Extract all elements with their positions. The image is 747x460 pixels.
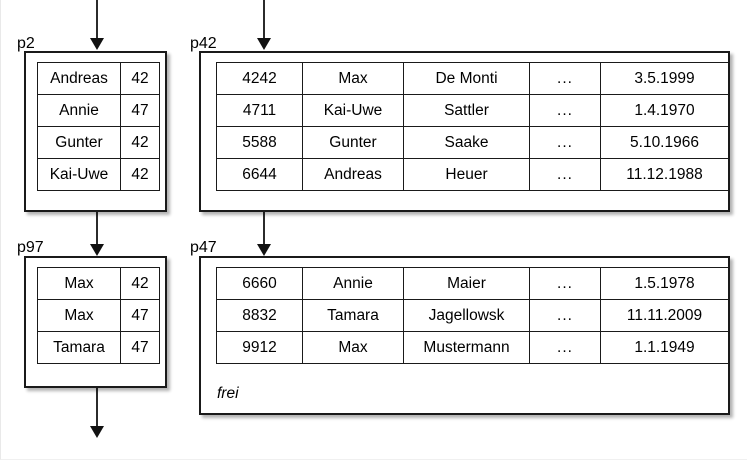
table-row[interactable]: Max 47	[37, 299, 160, 332]
arrow-into-p2	[90, 0, 104, 52]
cell-firstname: Kai-Uwe	[302, 94, 404, 127]
cell-date: 1.5.1978	[600, 267, 729, 300]
cell-firstname: Annie	[302, 267, 404, 300]
cell-bucket: 42	[120, 126, 160, 159]
cell-lastname: Heuer	[403, 158, 530, 191]
table-row[interactable]: Gunter 42	[37, 126, 160, 159]
table-row[interactable]: 6644 Andreas Heuer ... 11.12.1988	[216, 158, 729, 191]
table-row[interactable]: 5588 Gunter Saake ... 5.10.1966	[216, 126, 729, 159]
page-label-p97: p97	[17, 239, 44, 256]
cell-firstname: Max	[302, 331, 404, 364]
index-table-p97: Max 42 Max 47 Tamara 47	[37, 267, 160, 364]
arrow-into-p42	[257, 0, 271, 52]
cell-lastname: Maier	[403, 267, 530, 300]
cell-id: 4711	[216, 94, 303, 127]
table-row[interactable]: 6660 Annie Maier ... 1.5.1978	[216, 267, 729, 300]
cell-firstname: Max	[302, 62, 404, 95]
cell-bucket: 47	[120, 299, 160, 332]
table-row[interactable]: Max 42	[37, 267, 160, 300]
index-table-p2: Andreas 42 Annie 47 Gunter 42 Kai-Uwe 42	[37, 62, 160, 191]
cell-ellipsis: ...	[529, 267, 601, 300]
data-table-p47: 6660 Annie Maier ... 1.5.1978 8832 Tamar…	[216, 267, 729, 364]
cell-id: 8832	[216, 299, 303, 332]
cell-bucket: 47	[120, 94, 160, 127]
cell-name: Kai-Uwe	[37, 158, 121, 191]
cell-id: 9912	[216, 331, 303, 364]
cell-bucket: 42	[120, 158, 160, 191]
cell-lastname: De Monti	[403, 62, 530, 95]
cell-ellipsis: ...	[529, 94, 601, 127]
cell-lastname: Saake	[403, 126, 530, 159]
table-row[interactable]: 4242 Max De Monti ... 3.5.1999	[216, 62, 729, 95]
cell-date: 11.12.1988	[600, 158, 729, 191]
table-row[interactable]: Kai-Uwe 42	[37, 158, 160, 191]
cell-id: 6644	[216, 158, 303, 191]
cell-firstname: Andreas	[302, 158, 404, 191]
cell-id: 5588	[216, 126, 303, 159]
cell-bucket: 47	[120, 331, 160, 364]
cell-date: 1.4.1970	[600, 94, 729, 127]
cell-date: 1.1.1949	[600, 331, 729, 364]
cell-name: Gunter	[37, 126, 121, 159]
page-label-p47: p47	[190, 239, 217, 256]
cell-name: Tamara	[37, 331, 121, 364]
cell-ellipsis: ...	[529, 158, 601, 191]
cell-ellipsis: ...	[529, 126, 601, 159]
cell-bucket: 42	[120, 267, 160, 300]
cell-date: 5.10.1966	[600, 126, 729, 159]
cell-bucket: 42	[120, 62, 160, 95]
cell-name: Andreas	[37, 62, 121, 95]
table-row[interactable]: Annie 47	[37, 94, 160, 127]
page-label-p2: p2	[17, 35, 35, 52]
cell-firstname: Gunter	[302, 126, 404, 159]
table-row[interactable]: 8832 Tamara Jagellowsk ... 11.11.2009	[216, 299, 729, 332]
arrow-p42-to-p47	[257, 212, 271, 258]
table-row[interactable]: 9912 Max Mustermann ... 1.1.1949	[216, 331, 729, 364]
cell-firstname: Tamara	[302, 299, 404, 332]
cell-lastname: Jagellowsk	[403, 299, 530, 332]
cell-lastname: Sattler	[403, 94, 530, 127]
table-row[interactable]: Andreas 42	[37, 62, 160, 95]
cell-name: Max	[37, 299, 121, 332]
cell-id: 6660	[216, 267, 303, 300]
table-row[interactable]: Tamara 47	[37, 331, 160, 364]
free-space-label: frei	[217, 385, 239, 402]
cell-ellipsis: ...	[529, 62, 601, 95]
data-table-p42: 4242 Max De Monti ... 3.5.1999 4711 Kai-…	[216, 62, 729, 191]
table-row[interactable]: 4711 Kai-Uwe Sattler ... 1.4.1970	[216, 94, 729, 127]
page-label-p42: p42	[190, 35, 217, 52]
arrow-p2-to-p97	[90, 212, 104, 258]
cell-date: 3.5.1999	[600, 62, 729, 95]
cell-date: 11.11.2009	[600, 299, 729, 332]
cell-lastname: Mustermann	[403, 331, 530, 364]
cell-name: Max	[37, 267, 121, 300]
cell-ellipsis: ...	[529, 331, 601, 364]
arrow-p97-out	[90, 388, 104, 440]
cell-name: Annie	[37, 94, 121, 127]
cell-ellipsis: ...	[529, 299, 601, 332]
cell-id: 4242	[216, 62, 303, 95]
